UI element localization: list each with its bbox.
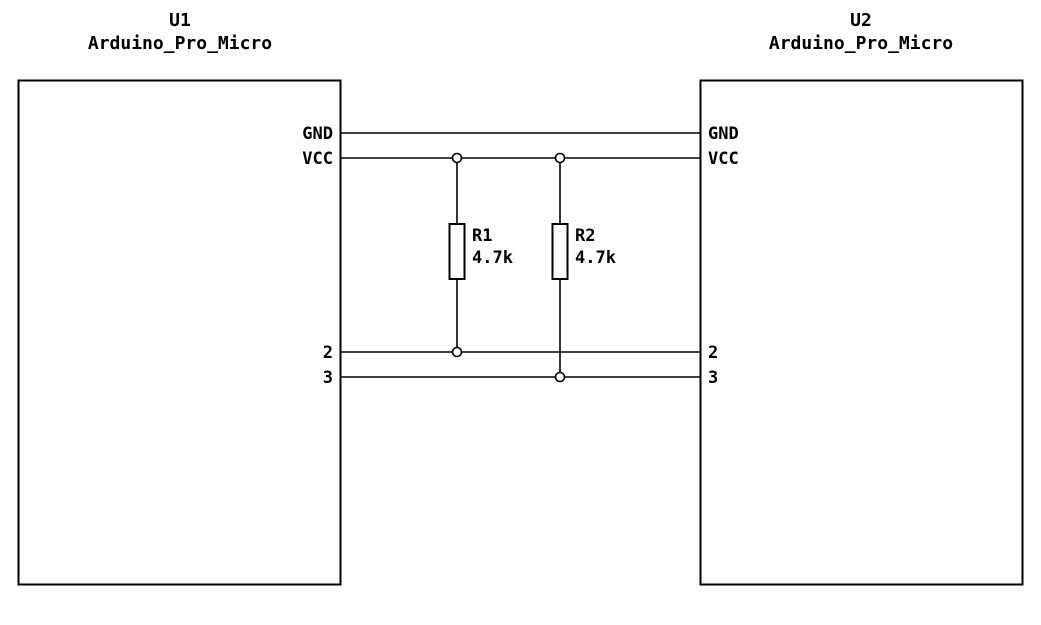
u2-value-label: Arduino_Pro_Micro: [769, 33, 953, 54]
u2-pin-label-2: 2: [708, 343, 718, 363]
u2-pin-label-3: 3: [708, 368, 718, 388]
r1-ref-label: R1: [472, 226, 492, 246]
u2-body[interactable]: [699, 79, 1024, 586]
u2-pin-label-gnd: GND: [708, 124, 739, 144]
r2-body[interactable]: [551, 223, 569, 280]
component-r1[interactable]: R1 4.7k: [448, 152, 513, 358]
u1-pin-label-gnd: GND: [302, 124, 333, 144]
component-u1[interactable]: U1 Arduino_Pro_Micro GND VCC 2 3: [17, 10, 342, 586]
u1-body[interactable]: [17, 79, 342, 586]
u1-pin-label-3: 3: [323, 368, 333, 388]
r1-value-label: 4.7k: [472, 248, 513, 268]
component-u2[interactable]: U2 Arduino_Pro_Micro GND VCC 2 3: [699, 10, 1024, 586]
u1-value-label: Arduino_Pro_Micro: [88, 33, 272, 54]
r2-ref-label: R2: [575, 226, 595, 246]
component-r2[interactable]: R2 4.7k: [551, 152, 616, 383]
u1-pin-label-vcc: VCC: [302, 149, 333, 169]
junction-r2-vcc: [554, 152, 566, 164]
u1-ref-label: U1: [169, 10, 191, 31]
junction-r1-net2: [451, 346, 463, 358]
junction-r2-net3: [554, 371, 566, 383]
u1-pin-label-2: 2: [323, 343, 333, 363]
r1-body[interactable]: [448, 223, 466, 280]
junction-r1-vcc: [451, 152, 463, 164]
u2-ref-label: U2: [850, 10, 872, 31]
r2-value-label: 4.7k: [575, 248, 616, 268]
u2-pin-label-vcc: VCC: [708, 149, 739, 169]
wires: [341, 132, 700, 378]
